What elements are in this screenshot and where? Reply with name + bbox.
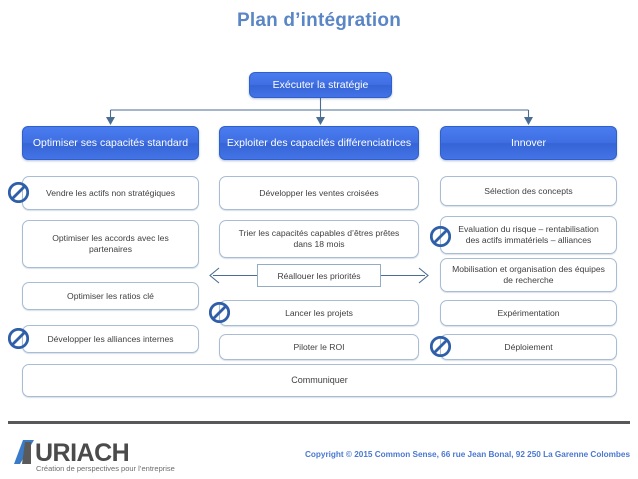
item-vendre-actifs-non-strategiques[interactable]: Vendre les actifs non stratégiques bbox=[22, 176, 199, 210]
reallocate-priorities-row: Réallouer les priorités bbox=[205, 264, 433, 288]
column-header-optimiser-capacites-standard[interactable]: Optimiser ses capacités standard bbox=[22, 126, 199, 160]
reallocate-priorities-box[interactable]: Réallouer les priorités bbox=[257, 264, 381, 287]
double-arrow-icon bbox=[209, 267, 429, 284]
no-entry-icon bbox=[8, 328, 29, 349]
no-entry-icon bbox=[209, 302, 230, 323]
copyright-text: Copyright © 2015 Common Sense, 66 rue Je… bbox=[305, 450, 630, 459]
column-header-exploiter-capacites-differenciatrices[interactable]: Exploiter des capacités différenciatrice… bbox=[219, 126, 419, 160]
logo-slash-icon bbox=[14, 440, 34, 464]
column-header-innover[interactable]: Innover bbox=[440, 126, 617, 160]
auriach-logo: URIACH Création de perspectives pour l’e… bbox=[14, 437, 244, 473]
slide-footer: URIACH Création de perspectives pour l’e… bbox=[0, 421, 638, 479]
item-optimiser-accords-partenaires[interactable]: Optimiser les accords avec les partenair… bbox=[22, 220, 199, 268]
item-mobilisation-equipes-recherche[interactable]: Mobilisation et organisation des équipes… bbox=[440, 258, 617, 292]
item-trier-capacites-pretes-18-mois[interactable]: Trier les capacités capables d’êtres prê… bbox=[219, 220, 419, 258]
no-entry-icon bbox=[8, 182, 29, 203]
item-lancer-les-projets[interactable]: Lancer les projets bbox=[219, 300, 419, 326]
page-title: Plan d’intégration bbox=[236, 10, 402, 31]
footer-divider bbox=[8, 421, 630, 424]
bar-communiquer[interactable]: Communiquer bbox=[22, 364, 617, 397]
item-developper-ventes-croisees[interactable]: Développer les ventes croisées bbox=[219, 176, 419, 210]
item-deploiement[interactable]: Déploiement bbox=[440, 334, 617, 360]
logo-tagline: Création de perspectives pour l’entrepri… bbox=[36, 464, 175, 473]
logo-wordmark-row: URIACH bbox=[14, 437, 244, 466]
item-developper-alliances-internes[interactable]: Développer les alliances internes bbox=[22, 325, 199, 353]
no-entry-icon bbox=[430, 336, 451, 357]
item-optimiser-ratios-cle[interactable]: Optimiser les ratios clé bbox=[22, 282, 199, 310]
logo-text: URIACH bbox=[35, 439, 130, 467]
item-experimentation[interactable]: Expérimentation bbox=[440, 300, 617, 326]
root-box-execute-strategy[interactable]: Exécuter la stratégie bbox=[249, 72, 392, 98]
integration-plan-diagram: Exécuter la stratégie Optimiser ses capa… bbox=[8, 72, 617, 397]
item-evaluation-du-risque[interactable]: Evaluation du risque – rentabilisation d… bbox=[440, 216, 617, 254]
item-selection-des-concepts[interactable]: Sélection des concepts bbox=[440, 176, 617, 206]
no-entry-icon bbox=[430, 226, 451, 247]
item-piloter-le-roi[interactable]: Piloter le ROI bbox=[219, 334, 419, 360]
